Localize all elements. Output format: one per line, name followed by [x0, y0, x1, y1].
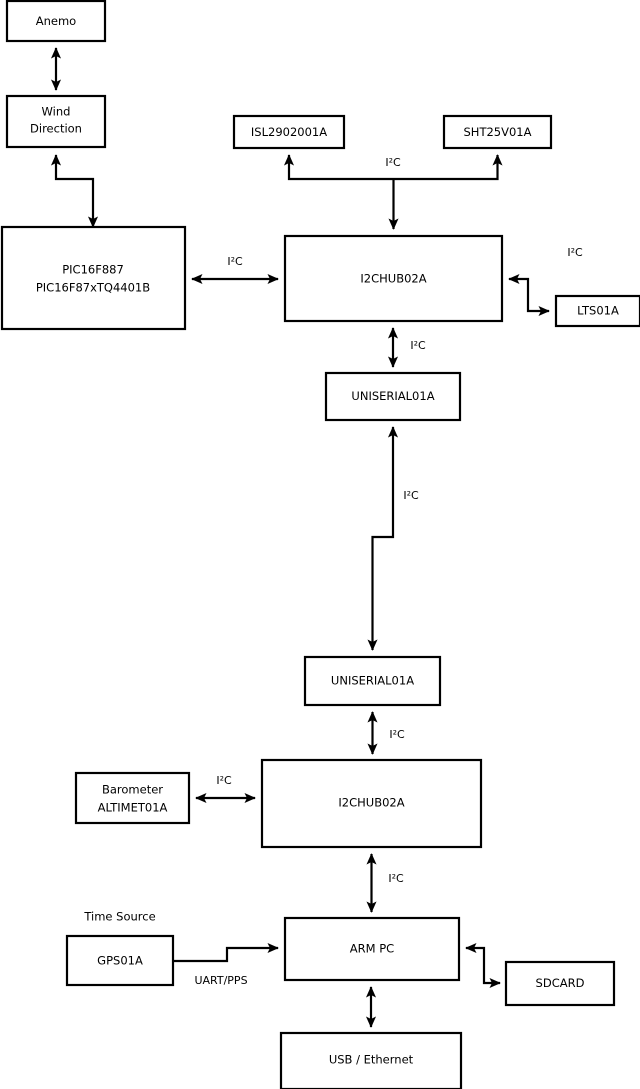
node-arm-pc-label: ARM PC [350, 942, 394, 956]
node-uniserial01a-top-label: UNISERIAL01A [351, 389, 434, 403]
node-arm-pc[interactable]: ARM PC [283, 916, 461, 982]
node-sht25v01a[interactable]: SHT25V01A [442, 114, 553, 150]
node-sdcard[interactable]: SDCARD [504, 960, 616, 1007]
node-sht25v01a-label: SHT25V01A [464, 125, 532, 139]
node-sdcard-label: SDCARD [536, 976, 585, 990]
node-anemo[interactable]: Anemo [5, 0, 107, 43]
edge-label-hub-uniserial: I²C [410, 339, 426, 352]
node-sht25v01a-box [442, 114, 553, 150]
node-barometer[interactable]: Barometer ALTIMET01A [74, 771, 191, 825]
node-wind-direction-label-line2: Direction [30, 122, 82, 136]
edge-pic-wind [50, 154, 99, 228]
node-lts01a-box [554, 294, 640, 328]
node-arm-pc-box [283, 916, 461, 982]
node-i2chub02a-bottom[interactable]: I2CHUB02A [260, 758, 483, 849]
edge-label-hub-lts: I²C [567, 246, 583, 259]
node-i2chub02a-bottom-box [260, 758, 483, 849]
node-gps01a-label: GPS01A [97, 954, 143, 968]
edge-label-hub-sensors: I²C [385, 156, 401, 169]
node-barometer-box [74, 771, 191, 825]
edge-label-pic-hub: I²C [227, 255, 243, 268]
node-usb-ethernet-label: USB / Ethernet [329, 1053, 414, 1067]
node-uniserial01a-top-box [324, 371, 462, 422]
edge-uniserial-link [367, 426, 399, 651]
node-pic-label-line1: PIC16F887 [62, 263, 124, 277]
node-barometer-label-line2: ALTIMET01A [98, 801, 168, 815]
node-wind-direction[interactable]: Wind Direction [5, 94, 107, 149]
edge-hub-lts [508, 273, 550, 317]
node-usb-ethernet-box [279, 1031, 463, 1089]
node-pic-label-line2: PIC16F87xTQ4401B [36, 281, 150, 295]
edge-armpc-sdcard [465, 942, 501, 989]
edge-label-baro-hub2: I²C [216, 774, 232, 787]
edge-hub-sht [393, 154, 503, 181]
edge-label-uniserial-hub2: I²C [389, 728, 405, 741]
node-i2chub02a-top-box [283, 234, 504, 323]
node-barometer-label-line1: Barometer [102, 783, 163, 797]
node-uniserial01a-bottom-label: UNISERIAL01A [331, 674, 414, 688]
edge-label-uniserial-link: I²C [403, 489, 419, 502]
node-lts01a-label: LTS01A [577, 304, 619, 318]
node-gps01a[interactable]: GPS01A [65, 934, 175, 987]
node-isl2902001a-box [232, 114, 346, 150]
node-sdcard-box [504, 960, 616, 1007]
node-anemo-box [5, 0, 107, 43]
node-uniserial01a-top[interactable]: UNISERIAL01A [324, 371, 462, 422]
edge-gps-armpc [173, 942, 279, 963]
edge-hub-isl [283, 154, 394, 181]
node-uniserial01a-bottom-box [303, 655, 442, 707]
node-wind-direction-box [5, 94, 107, 149]
caption-time-source: Time Source [83, 910, 155, 924]
node-anemo-label: Anemo [36, 14, 76, 28]
node-i2chub02a-top[interactable]: I2CHUB02A [283, 234, 504, 323]
node-uniserial01a-bottom[interactable]: UNISERIAL01A [303, 655, 442, 707]
node-pic-box [0, 225, 187, 331]
node-isl2902001a[interactable]: ISL2902001A [232, 114, 346, 150]
node-lts01a[interactable]: LTS01A [554, 294, 640, 328]
node-isl2902001a-label: ISL2902001A [251, 125, 327, 139]
edge-label-hub2-armpc: I²C [388, 872, 404, 885]
edge-label-gps-armpc: UART/PPS [194, 974, 247, 987]
node-pic[interactable]: PIC16F887 PIC16F87xTQ4401B [0, 225, 187, 331]
node-i2chub02a-top-label: I2CHUB02A [360, 272, 426, 286]
node-usb-ethernet[interactable]: USB / Ethernet [279, 1031, 463, 1089]
node-wind-direction-label-line1: Wind [42, 105, 71, 119]
node-i2chub02a-bottom-label: I2CHUB02A [338, 796, 404, 810]
